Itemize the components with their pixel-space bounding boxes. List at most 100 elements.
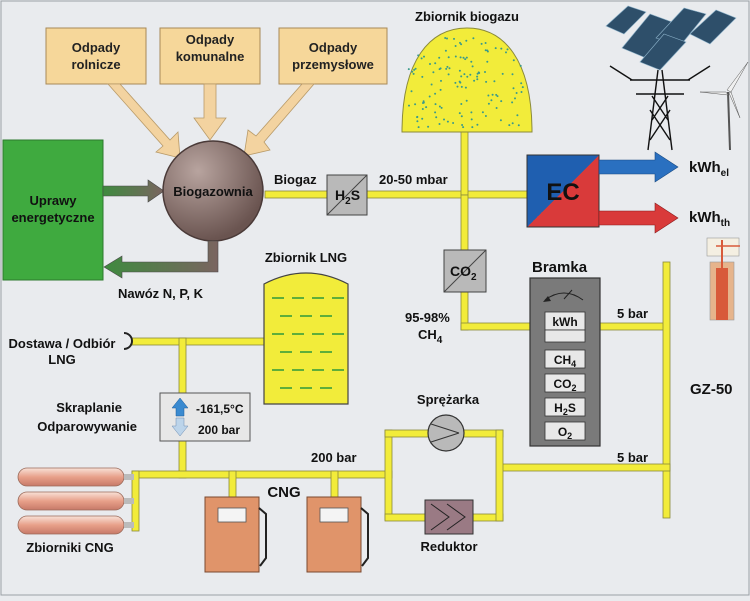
kwh-th-label: kWhth — [689, 209, 730, 229]
pressure-5bar-bottom: 5 bar — [617, 450, 648, 465]
co2-sub: 2 — [471, 272, 477, 283]
pressure-200-label: 200 bar — [311, 450, 357, 465]
gas-dot — [470, 60, 473, 63]
gas-dot — [476, 78, 479, 81]
gas-dot — [516, 114, 519, 117]
gas-dot — [460, 85, 463, 88]
gas-dot — [466, 75, 469, 78]
liquefaction-unit: -161,5°C 200 bar — [159, 392, 251, 442]
gas-dot — [515, 92, 518, 94]
gas-dot — [512, 87, 515, 90]
gas-dot — [476, 72, 479, 75]
gas-dot — [484, 49, 487, 52]
gas-dot — [434, 103, 437, 106]
gas-dot — [454, 81, 457, 84]
gas-dot — [495, 93, 498, 96]
gas-dot — [447, 73, 450, 76]
co2-main: CO — [450, 263, 471, 279]
lng-tank-liquid-lines — [272, 297, 344, 389]
gas-dot — [423, 55, 425, 58]
gas-dot — [447, 56, 450, 59]
gas-dot — [481, 111, 484, 114]
ec-unit: EC — [526, 154, 600, 228]
source-municipal-line2: komunalne — [176, 49, 245, 64]
gas-dot — [491, 93, 494, 96]
gas-dot — [435, 116, 438, 119]
gas-dot — [476, 75, 479, 78]
cng-cylinder — [17, 491, 125, 511]
ec-label: EC — [546, 179, 579, 206]
gas-dot — [485, 80, 488, 83]
gas-dot — [421, 108, 424, 110]
kwh-el-label: kWhel — [689, 159, 729, 179]
gas-dot — [484, 42, 487, 44]
source-agricultural: Odpady rolnicze — [45, 27, 147, 85]
solar-panel-icon — [605, 5, 737, 71]
gas-dot — [440, 79, 442, 82]
arrow-industrial — [243, 83, 315, 157]
gas-dot — [439, 67, 442, 70]
heat-storage-icon — [706, 237, 740, 321]
gas-dot — [473, 79, 476, 82]
gas-dot — [496, 95, 499, 98]
kwh-th-main: kWh — [689, 209, 721, 226]
gas-dot — [444, 37, 447, 39]
gas-dot — [465, 99, 468, 102]
gas-dot — [454, 55, 457, 58]
gas-dot — [506, 48, 509, 51]
gas-dot — [511, 101, 514, 104]
gas-dot — [490, 99, 493, 102]
cng-cylinder — [17, 467, 125, 487]
gas-dot — [469, 73, 472, 76]
gas-dot — [417, 54, 420, 57]
source-agricultural-line1: Odpady — [72, 40, 121, 55]
gas-dot — [427, 125, 430, 128]
gas-dot — [487, 94, 490, 97]
gate-sensor-label: O2 — [558, 425, 572, 441]
gas-dot — [452, 122, 455, 124]
gas-dot — [486, 60, 489, 63]
methane-line1: 95-98% — [405, 310, 450, 325]
gas-dot — [520, 91, 523, 93]
source-municipal: Odpady komunalne — [159, 27, 261, 85]
gas-dot — [454, 45, 457, 47]
biogas-label: Biogaz — [274, 172, 317, 187]
arrow-agricultural — [107, 83, 181, 159]
gas-dot — [472, 37, 475, 40]
methane-main: CH — [418, 327, 437, 342]
biogas-plant-label: Biogazownia — [173, 184, 253, 199]
lng-tank-label: Zbiornik LNG — [265, 250, 347, 265]
gas-dot — [458, 80, 461, 83]
gas-dot — [422, 100, 425, 103]
liquefaction-line1: Skraplanie — [56, 400, 122, 415]
gas-dot — [486, 50, 489, 53]
gas-dot — [446, 65, 449, 68]
gas-dot — [495, 107, 498, 109]
temperature-label: -161,5°C — [196, 402, 244, 416]
gas-dot — [453, 37, 455, 40]
gas-dot — [430, 83, 433, 86]
source-industrial-line1: Odpady — [309, 40, 358, 55]
gate-sensor-label: CH4 — [554, 353, 576, 369]
gas-dot — [511, 73, 514, 76]
gas-dot — [443, 118, 445, 121]
source-industrial: Odpady przemysłowe — [278, 27, 388, 85]
grid-label: GZ-50 — [690, 381, 733, 398]
gas-dot — [484, 115, 487, 117]
source-industrial-line2: przemysłowe — [292, 57, 374, 72]
reducer-icon — [424, 499, 474, 535]
gas-dot — [471, 126, 474, 129]
gas-dot — [505, 51, 507, 54]
gate-sensor-label: H2S — [554, 401, 576, 417]
gas-dot — [460, 75, 463, 78]
biogas-tank: Zbiornik biogazu — [401, 9, 533, 133]
h2s-filter: H2S — [326, 174, 368, 216]
gas-dot — [470, 111, 473, 114]
gas-dot — [410, 90, 413, 93]
gas-dot — [519, 64, 522, 67]
gas-dot — [440, 106, 443, 109]
gas-dot — [487, 102, 490, 105]
cng-label: CNG — [267, 484, 300, 501]
